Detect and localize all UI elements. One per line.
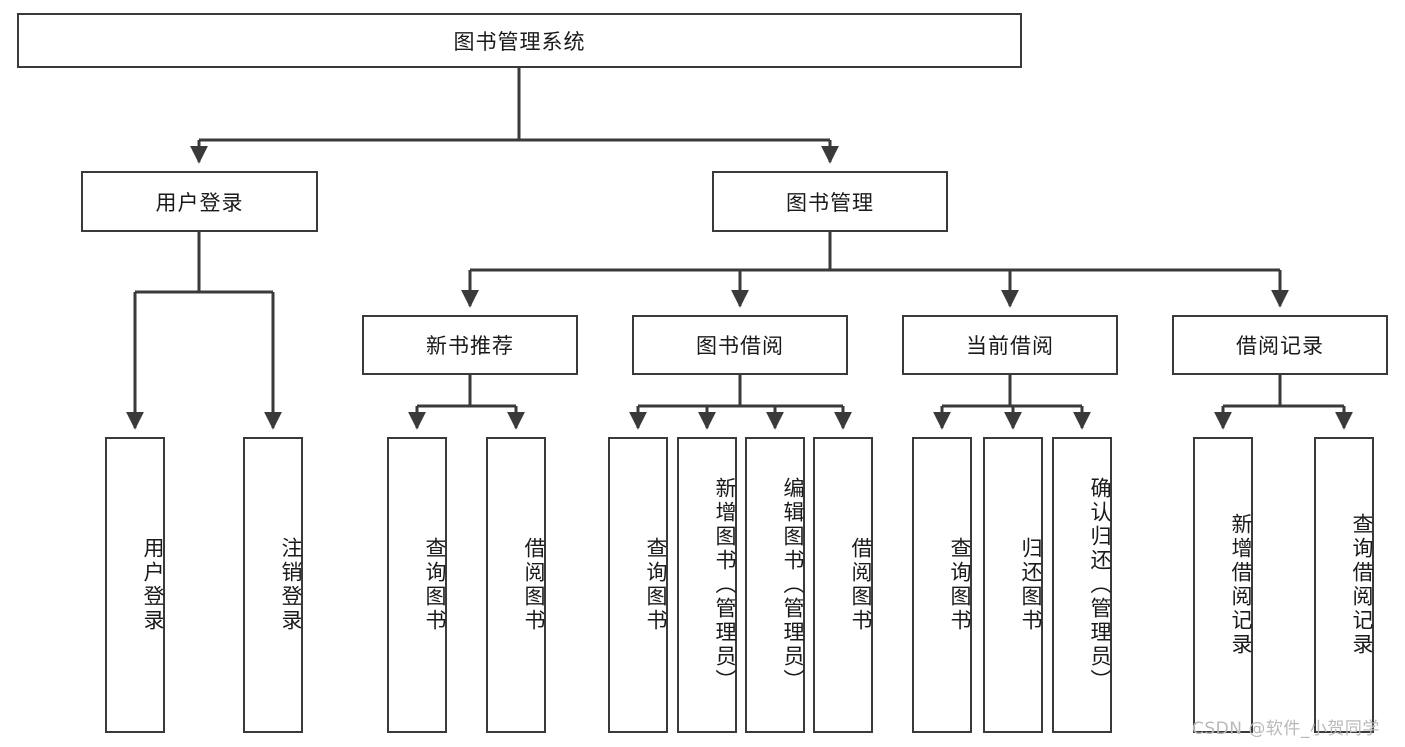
node-current-borrow[interactable]: 当前借阅: [902, 315, 1118, 375]
node-root-label: 图书管理系统: [453, 29, 586, 54]
node-leaf-logout[interactable]: 注销登录: [243, 437, 303, 733]
node-leaf-query-book-rec-label: 查询图书: [423, 537, 447, 633]
node-leaf-query-book-borrow-label: 查询图书: [644, 537, 668, 633]
watermark-text: CSDN @软件_小贺同学: [1192, 719, 1380, 739]
node-leaf-borrow-book-rec[interactable]: 借阅图书: [486, 437, 546, 733]
node-leaf-query-book-rec[interactable]: 查询图书: [387, 437, 447, 733]
node-leaf-return-book[interactable]: 归还图书: [983, 437, 1043, 733]
node-leaf-borrow-book-label: 借阅图书: [849, 537, 873, 633]
node-leaf-query-book-current[interactable]: 查询图书: [912, 437, 972, 733]
node-leaf-confirm-return-label: 确认归还（管理员）: [1088, 477, 1112, 693]
node-root[interactable]: 图书管理系统: [17, 13, 1022, 68]
node-borrow-record-label: 借阅记录: [1236, 334, 1324, 358]
node-user-login-label: 用户登录: [155, 190, 244, 215]
node-leaf-user-login[interactable]: 用户登录: [105, 437, 165, 733]
node-leaf-add-record-label: 新增借阅记录: [1229, 513, 1253, 657]
node-leaf-return-book-label: 归还图书: [1019, 537, 1043, 633]
node-book-manage-label: 图书管理: [786, 190, 874, 215]
node-new-book-recommend[interactable]: 新书推荐: [362, 315, 578, 375]
node-leaf-add-record[interactable]: 新增借阅记录: [1193, 437, 1253, 733]
node-leaf-add-book-label: 新增图书（管理员）: [713, 477, 737, 693]
node-book-borrow[interactable]: 图书借阅: [632, 315, 848, 375]
node-leaf-query-book-current-label: 查询图书: [948, 537, 972, 633]
node-leaf-borrow-book-rec-label: 借阅图书: [522, 537, 546, 633]
node-leaf-user-login-label: 用户登录: [141, 537, 165, 633]
node-leaf-confirm-return[interactable]: 确认归还（管理员）: [1052, 437, 1112, 733]
node-leaf-edit-book-label: 编辑图书（管理员）: [781, 477, 805, 693]
node-new-book-recommend-label: 新书推荐: [426, 334, 514, 358]
node-current-borrow-label: 当前借阅: [966, 334, 1054, 358]
node-leaf-query-record-label: 查询借阅记录: [1350, 513, 1374, 657]
node-borrow-record[interactable]: 借阅记录: [1172, 315, 1388, 375]
node-book-borrow-label: 图书借阅: [696, 334, 784, 358]
node-leaf-query-book-borrow[interactable]: 查询图书: [608, 437, 668, 733]
node-leaf-query-record[interactable]: 查询借阅记录: [1314, 437, 1374, 733]
node-leaf-logout-label: 注销登录: [279, 537, 303, 633]
node-leaf-edit-book[interactable]: 编辑图书（管理员）: [745, 437, 805, 733]
node-leaf-add-book[interactable]: 新增图书（管理员）: [677, 437, 737, 733]
node-book-manage[interactable]: 图书管理: [712, 171, 948, 232]
node-leaf-borrow-book[interactable]: 借阅图书: [813, 437, 873, 733]
node-user-login[interactable]: 用户登录: [81, 171, 318, 232]
